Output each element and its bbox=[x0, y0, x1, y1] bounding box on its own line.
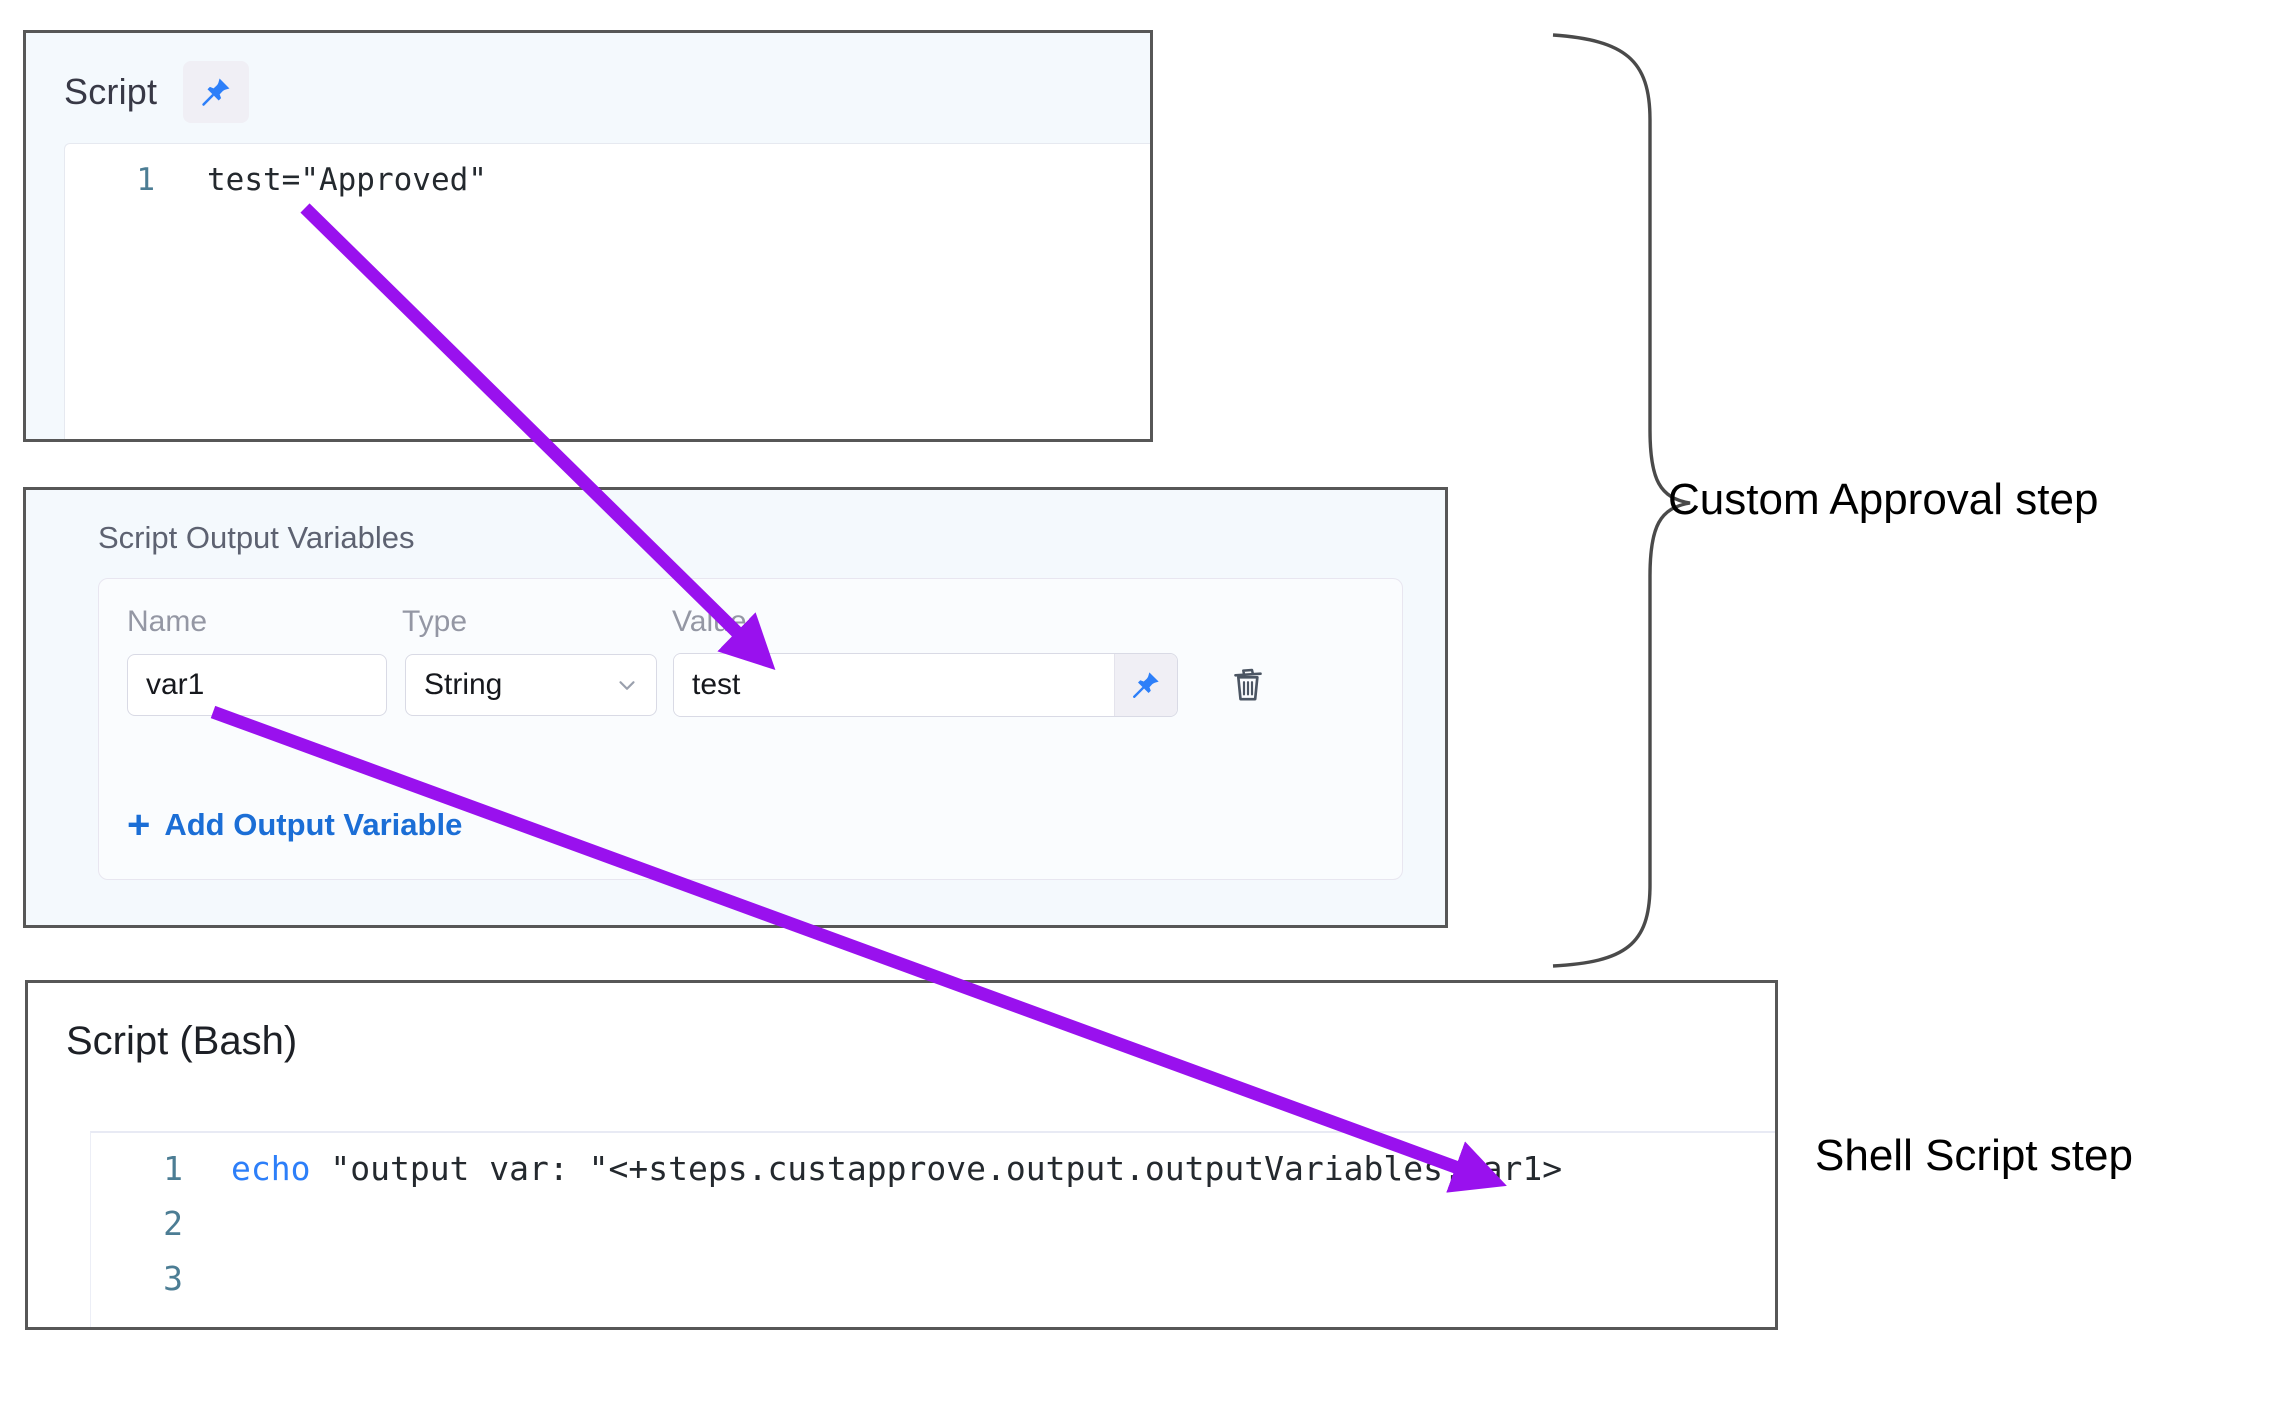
bash-panel-title: Script (Bash) bbox=[66, 1019, 298, 1063]
code-keyword: echo bbox=[231, 1149, 311, 1188]
column-header-value: Value bbox=[672, 605, 747, 638]
variable-name-input[interactable]: var1 bbox=[127, 654, 387, 716]
script-panel: Script 1 test="Approved" bbox=[23, 30, 1153, 442]
code-rest: "output var: "<+steps.custapprove.output… bbox=[310, 1149, 1563, 1188]
script-code-editor[interactable]: 1 test="Approved" bbox=[64, 143, 1150, 439]
code-line: 1 echo "output var: "<+steps.custapprove… bbox=[91, 1133, 1775, 1188]
annotation-label-shell-script: Shell Script step bbox=[1815, 1131, 2133, 1180]
variable-type-select[interactable]: String bbox=[405, 654, 657, 716]
script-panel-header: Script bbox=[26, 33, 1150, 123]
code-line: 1 test="Approved" bbox=[65, 144, 1150, 198]
code-line: 3 bbox=[91, 1243, 1775, 1298]
add-output-variable-button[interactable]: + Add Output Variable bbox=[127, 805, 462, 845]
line-number: 1 bbox=[163, 1149, 183, 1188]
section-title: Script Output Variables bbox=[98, 520, 415, 555]
variable-type-value: String bbox=[424, 668, 503, 701]
code-line: 2 bbox=[91, 1188, 1775, 1243]
column-header-name: Name bbox=[127, 605, 208, 638]
line-number: 2 bbox=[163, 1204, 183, 1243]
annotation-label-custom-approval: Custom Approval step bbox=[1668, 475, 2099, 524]
pin-icon bbox=[202, 78, 230, 106]
line-number: 1 bbox=[136, 162, 155, 198]
variable-value-group: test bbox=[673, 653, 1178, 717]
column-header-type: Type bbox=[402, 605, 468, 638]
delete-variable-button[interactable] bbox=[1222, 655, 1274, 715]
table-header-row: Name Type Value bbox=[99, 579, 1402, 639]
bash-code-editor[interactable]: 1 echo "output var: "<+steps.custapprove… bbox=[90, 1131, 1775, 1327]
chevron-down-icon bbox=[619, 681, 635, 690]
pin-icon-button[interactable] bbox=[183, 61, 250, 123]
code-text: echo "output var: "<+steps.custapprove.o… bbox=[183, 1149, 1562, 1188]
pin-icon bbox=[1133, 672, 1159, 698]
trash-icon bbox=[1234, 668, 1262, 701]
plus-icon: + bbox=[127, 803, 151, 847]
add-output-variable-label: Add Output Variable bbox=[164, 807, 463, 842]
table-row: var1 String test bbox=[99, 639, 1402, 717]
bash-script-panel: Script (Bash) 1 echo "output var: "<+ste… bbox=[25, 980, 1778, 1330]
variable-value-input[interactable]: test bbox=[674, 654, 1114, 716]
code-text: test="Approved" bbox=[207, 162, 487, 198]
line-number: 3 bbox=[163, 1259, 183, 1298]
output-variables-card: Name Type Value var1 String test bbox=[98, 578, 1403, 880]
value-pin-icon-button[interactable] bbox=[1114, 654, 1177, 716]
script-output-variables-panel: Script Output Variables Name Type Value … bbox=[23, 487, 1448, 928]
page-title: Script bbox=[64, 71, 158, 112]
